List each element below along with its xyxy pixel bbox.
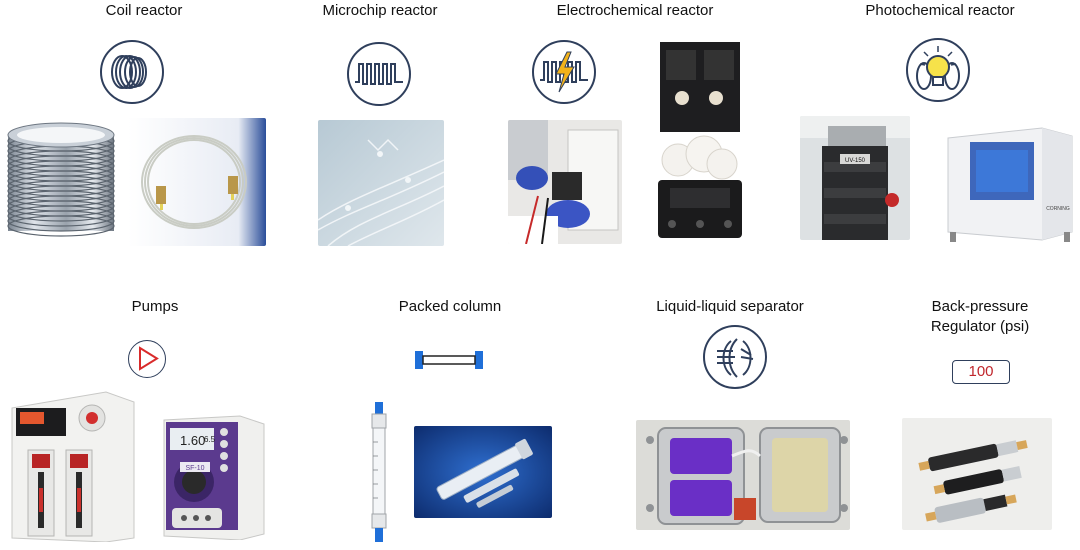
separator-icon xyxy=(703,325,767,389)
pump-triangle-icon xyxy=(128,340,166,378)
pump-model-label: SF-10 xyxy=(185,465,204,472)
bpr-title-word2: pressure xyxy=(969,298,1029,315)
photochemical-reactor-title: Photochemical reactor xyxy=(865,2,1015,19)
uv-lamp-label: UV-150 xyxy=(845,158,866,164)
packed-column-vertical-photo xyxy=(364,402,394,542)
pumps-title: Pumps xyxy=(131,298,179,315)
coil-metal-photo xyxy=(2,113,120,245)
electrochemical-setup-photo xyxy=(508,120,622,244)
coil-ring xyxy=(7,200,115,222)
separator-photo xyxy=(636,420,850,530)
coil-reactor-title: Coil reactor xyxy=(105,2,183,19)
packed-column-cartridge-photo xyxy=(414,426,552,518)
coil-ring xyxy=(7,210,115,232)
photochemical-icon xyxy=(906,38,970,102)
photochemical-reactor-photo: CORNING xyxy=(940,120,1078,246)
pump-display-value2: 6.5 xyxy=(204,435,216,444)
electrochemical-device-photo xyxy=(652,42,748,242)
bpr-photo xyxy=(902,418,1052,530)
coil-ring xyxy=(7,205,115,227)
bpr-display-icon: 100 xyxy=(952,360,1010,384)
coil-icon xyxy=(100,40,164,104)
photochemical-lamp-photo: UV-150 xyxy=(800,116,910,240)
microchip-icon xyxy=(347,42,411,106)
packed-column-title: Packed column xyxy=(398,298,502,315)
electrochemical-icon xyxy=(532,40,596,104)
bpr-title-word1: Back- xyxy=(931,298,970,315)
syringe-pump-photo xyxy=(6,388,136,542)
bpr-title-line1: Back-pressure xyxy=(920,298,1040,315)
coil-ring xyxy=(7,215,115,237)
bpr-title-line2: Regulator (psi) xyxy=(930,318,1030,335)
corning-brand-label: CORNING xyxy=(1046,206,1070,212)
bpr-value: 100 xyxy=(968,363,994,380)
peristaltic-pump-photo: 1.60 6.5 SF-10 xyxy=(160,412,266,540)
microchip-reactor-title: Microchip reactor xyxy=(322,2,438,19)
liquid-liquid-separator-title: Liquid-liquid separator xyxy=(656,298,804,315)
packed-column-icon xyxy=(413,348,485,372)
pump-display-value: 1.60 xyxy=(180,433,205,448)
electrochemical-reactor-title: Electrochemical reactor xyxy=(556,2,714,19)
coil-tubing-photo xyxy=(128,118,266,246)
microchip-photo xyxy=(318,120,444,246)
